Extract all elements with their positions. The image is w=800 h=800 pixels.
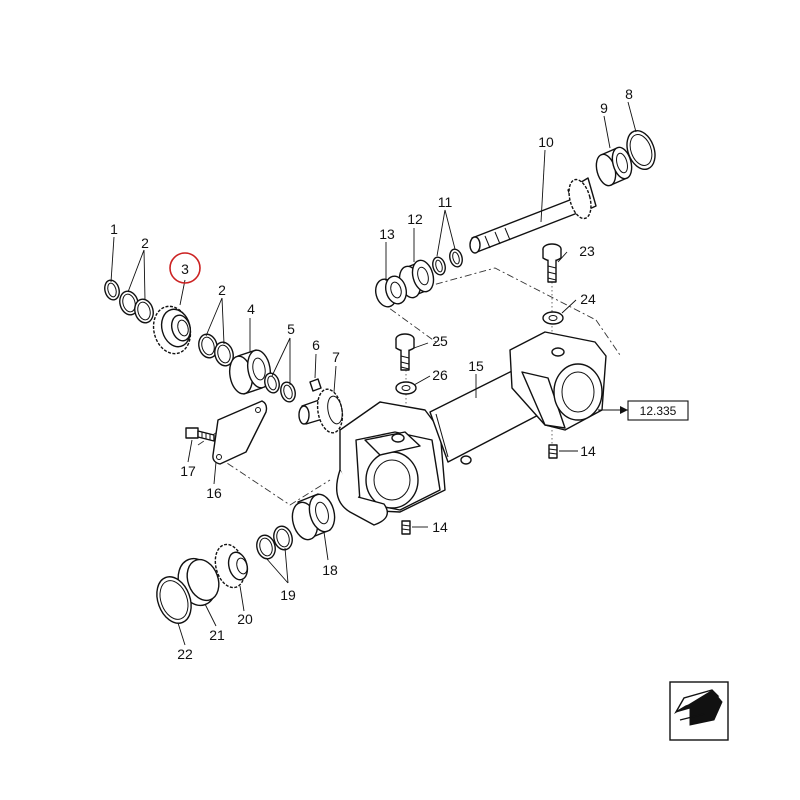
- part-20-bevel-gear[interactable]: [211, 541, 251, 591]
- callout-23: 23: [579, 243, 595, 259]
- part-14-plug-right[interactable]: [548, 444, 558, 459]
- callout-26: 26: [432, 367, 448, 383]
- callout-15: 15: [468, 358, 484, 374]
- reference-label: 12.335: [640, 404, 677, 418]
- part-10-bevel-shaft[interactable]: [469, 177, 597, 254]
- part-9-bearing-cup[interactable]: [593, 145, 635, 188]
- callout-21: 21: [209, 627, 225, 643]
- part-16-cover-plate[interactable]: [212, 400, 268, 465]
- part-11-washers[interactable]: [431, 248, 464, 276]
- callout-1: 1: [110, 221, 118, 237]
- highlight-ring-part-3: [169, 252, 201, 284]
- callout-12: 12: [407, 211, 423, 227]
- part-8-snap-ring[interactable]: [622, 127, 660, 173]
- callout-3: 3: [181, 261, 189, 277]
- callout-2a: 2: [141, 235, 149, 251]
- navigation-arrow-icon[interactable]: [669, 681, 729, 741]
- callout-18: 18: [322, 562, 338, 578]
- callout-5: 5: [287, 321, 295, 337]
- part-19-washers[interactable]: [254, 524, 295, 561]
- callout-9: 9: [600, 100, 608, 116]
- part-1-snap-ring[interactable]: [103, 279, 122, 302]
- callout-22: 22: [177, 646, 193, 662]
- callout-4: 4: [247, 301, 255, 317]
- callout-2b: 2: [218, 282, 226, 298]
- part-5-washers[interactable]: [263, 372, 298, 404]
- part-3-spur-gear[interactable]: [148, 302, 195, 358]
- part-7-bevel-pinion[interactable]: [298, 387, 346, 434]
- callout-6: 6: [312, 337, 320, 353]
- callout-11: 11: [438, 194, 453, 210]
- callout-20: 20: [237, 611, 253, 627]
- callout-8: 8: [625, 86, 633, 102]
- part-17-bolt[interactable]: [185, 427, 215, 442]
- callout-numbers: 1 2 3 2 4 5 6 7 8 9 10 11 12 13 23 24 25…: [110, 86, 633, 662]
- part-24-washer[interactable]: [542, 311, 564, 325]
- part-2-washers-left[interactable]: [117, 289, 156, 325]
- callout-16: 16: [206, 485, 222, 501]
- part-22-snap-ring[interactable]: [151, 572, 197, 628]
- part-18-bearing[interactable]: [288, 492, 338, 543]
- part-2-washers-mid[interactable]: [196, 332, 236, 368]
- gearbox-housing-left[interactable]: [336, 401, 446, 526]
- gearbox-housing-right[interactable]: [509, 331, 607, 431]
- callout-25: 25: [432, 333, 448, 349]
- part-14-plug-bottom[interactable]: [401, 520, 411, 535]
- callout-13: 13: [379, 226, 395, 242]
- part-4-bearing[interactable]: [227, 348, 273, 395]
- callout-14b: 14: [432, 519, 448, 535]
- callout-19: 19: [280, 587, 296, 603]
- callout-10: 10: [538, 134, 554, 150]
- callout-14a: 14: [580, 443, 596, 459]
- callout-7: 7: [332, 349, 340, 365]
- part-25-bolt[interactable]: [395, 333, 415, 371]
- leader-lines: [110, 101, 637, 646]
- callout-17: 17: [180, 463, 196, 479]
- reference-box[interactable]: 12.335: [627, 400, 689, 421]
- part-23-bolt[interactable]: [542, 243, 562, 283]
- part-26-washer[interactable]: [395, 381, 417, 395]
- part-13-seal[interactable]: [373, 274, 410, 309]
- part-6-key[interactable]: [309, 378, 322, 392]
- callout-24: 24: [580, 291, 596, 307]
